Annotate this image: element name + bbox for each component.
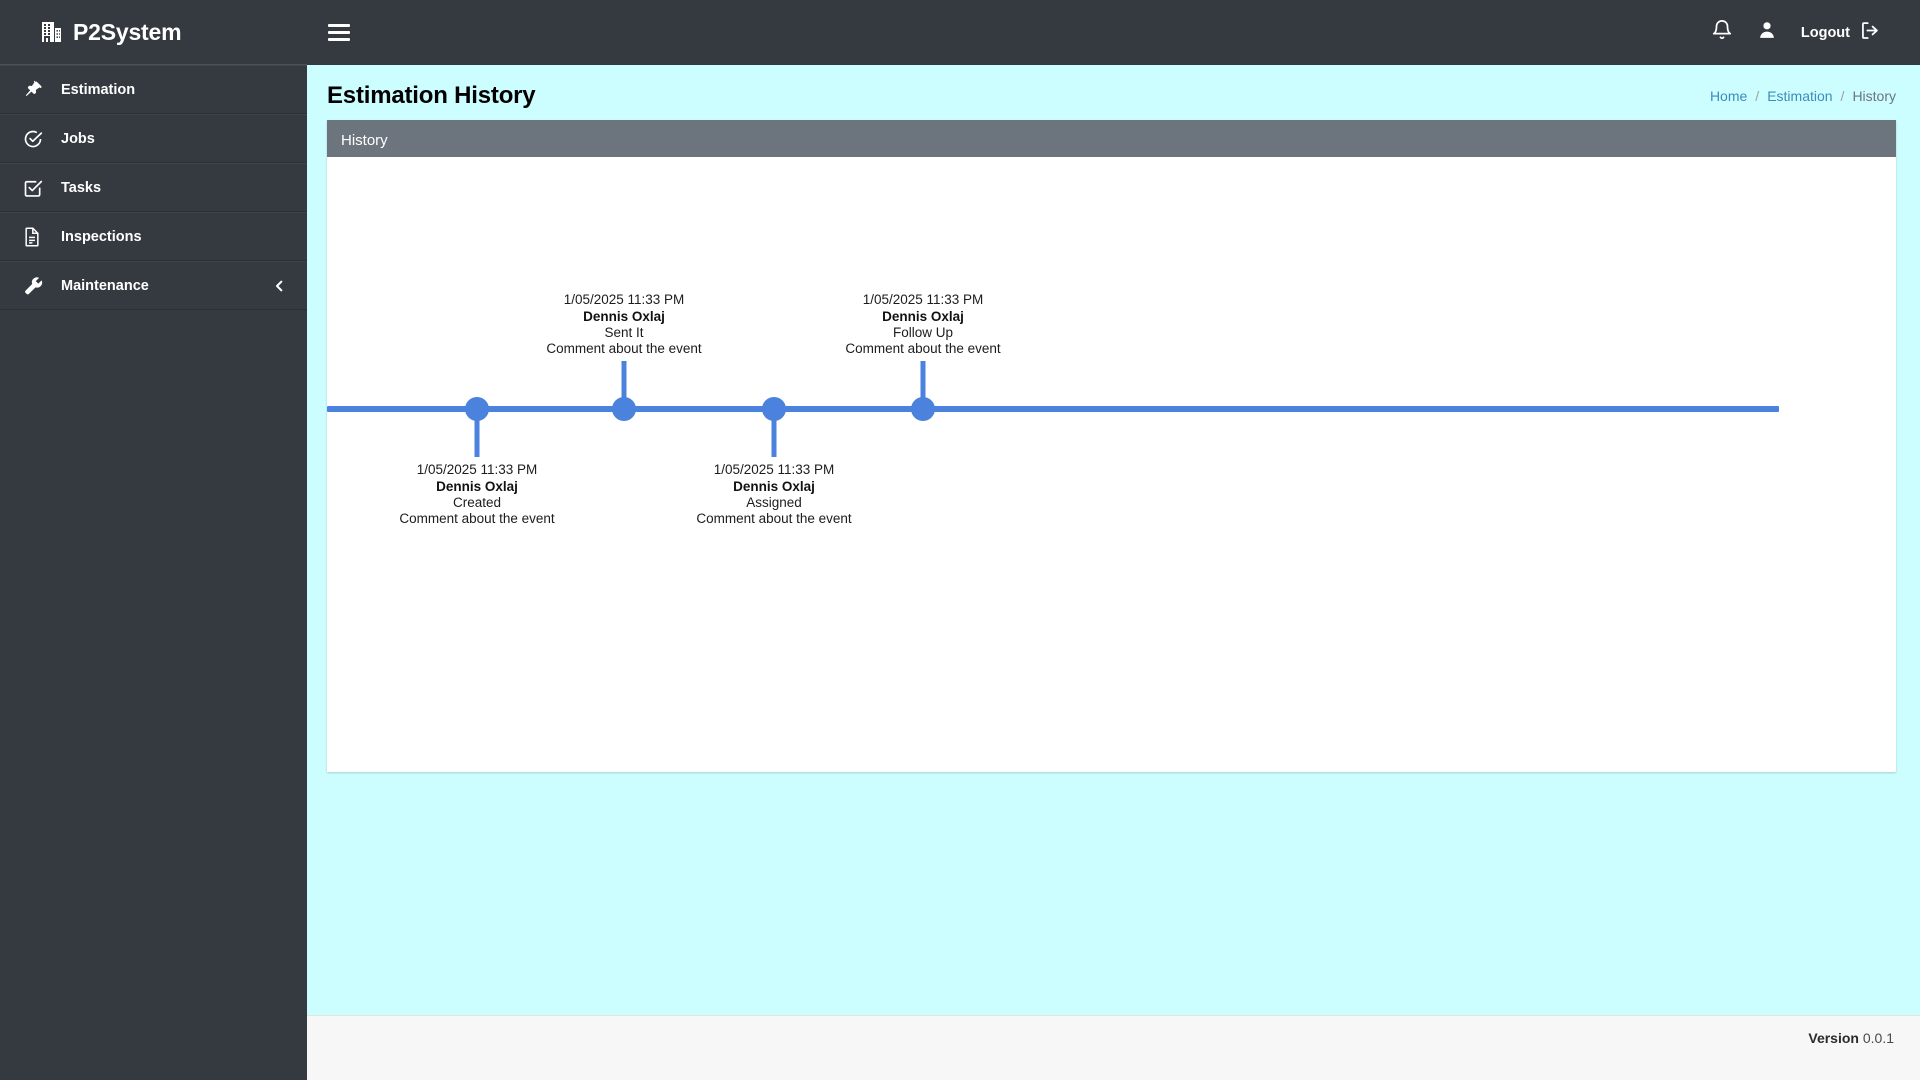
footer: Version 0.0.1 [307, 1015, 1920, 1080]
wrench-icon [23, 275, 49, 297]
timeline-stem [920, 361, 926, 409]
version-value: 0.0.1 [1862, 1030, 1894, 1046]
bell-icon [1711, 19, 1733, 46]
sidebar: P2System Estimation Jobs [0, 0, 307, 1080]
sidebar-item-maintenance[interactable]: Maintenance [0, 261, 307, 310]
timeline-node-sent-it[interactable] [612, 397, 636, 421]
sidebar-item-label: Jobs [61, 130, 95, 147]
breadcrumb: Home / Estimation / History [1710, 88, 1896, 104]
topbar: Logout [307, 0, 1920, 65]
pin-icon [23, 79, 49, 101]
timeline-event-date: 1/05/2025 11:33 PM [416, 462, 538, 477]
breadcrumb-separator: / [1755, 88, 1760, 104]
sidebar-item-inspections[interactable]: Inspections [0, 212, 307, 261]
history-card-title: History [341, 131, 388, 149]
timeline-event-user: Dennis Oxlaj [583, 309, 665, 324]
user-icon [1757, 20, 1777, 45]
notifications-button[interactable] [1699, 13, 1745, 53]
timeline-stem [621, 361, 627, 409]
timeline-event-comment: Comment about the event [546, 341, 702, 356]
check-circle-icon [23, 128, 49, 150]
topbar-actions: Logout [1699, 13, 1920, 53]
timeline-event-comment: Comment about the event [399, 511, 555, 526]
timeline-event-action: Follow Up [892, 325, 954, 340]
timeline-node-assigned[interactable] [762, 397, 786, 421]
user-profile-button[interactable] [1745, 13, 1789, 53]
chevron-left-icon[interactable] [272, 278, 287, 293]
sidebar-item-estimation[interactable]: Estimation [0, 65, 307, 114]
hamburger-icon[interactable] [328, 21, 352, 45]
sidebar-item-tasks[interactable]: Tasks [0, 163, 307, 212]
version-text: Version 0.0.1 [1808, 1030, 1894, 1046]
breadcrumb-item-home[interactable]: Home [1709, 88, 1748, 104]
timeline-node-follow-up[interactable] [911, 397, 935, 421]
file-icon [23, 226, 49, 248]
sidebar-item-label: Maintenance [61, 277, 149, 294]
breadcrumb-item-estimation[interactable]: Estimation [1767, 88, 1833, 104]
brand-title: P2System [73, 18, 182, 45]
timeline-event-user: Dennis Oxlaj [436, 479, 518, 494]
timeline-event-date: 1/05/2025 11:33 PM [862, 292, 984, 307]
sidebar-item-jobs[interactable]: Jobs [0, 114, 307, 163]
timeline-event-comment: Comment about the event [845, 341, 1001, 356]
timeline-axis [327, 406, 1779, 412]
timeline-event-comment: Comment about the event [696, 511, 852, 526]
sidebar-nav: Estimation Jobs Tasks [0, 65, 307, 310]
timeline-event-user: Dennis Oxlaj [882, 309, 964, 324]
timeline-stem [474, 409, 480, 457]
timeline-event-action: Sent It [604, 325, 644, 340]
logout-button[interactable]: Logout [1789, 13, 1892, 53]
logout-label: Logout [1800, 24, 1850, 41]
breadcrumb-separator: / [1840, 88, 1845, 104]
page-title: Estimation History [327, 82, 536, 109]
sign-out-icon [1859, 20, 1880, 46]
sidebar-item-label: Inspections [61, 228, 142, 245]
building-icon [38, 19, 64, 45]
timeline-event-action: Assigned [746, 495, 802, 510]
timeline-event-date: 1/05/2025 11:33 PM [563, 292, 685, 307]
sidebar-item-label: Tasks [61, 179, 102, 196]
history-card-header: History [327, 123, 1896, 157]
timeline-event-user: Dennis Oxlaj [733, 479, 815, 494]
sidebar-item-label: Estimation [61, 81, 136, 98]
timeline-node-created[interactable] [465, 397, 489, 421]
content-area: Estimation History Home / Estimation / H… [307, 65, 1920, 1015]
timeline-event-action: Created [452, 495, 502, 510]
brand-logo[interactable]: P2System [0, 0, 307, 65]
timeline-event-date: 1/05/2025 11:33 PM [713, 462, 835, 477]
timeline-stem [771, 409, 777, 457]
check-square-icon [23, 177, 49, 199]
breadcrumb-item-history: History [1852, 88, 1896, 104]
version-label: Version [1808, 1030, 1859, 1046]
content-header: Estimation History Home / Estimation / H… [307, 65, 1920, 120]
